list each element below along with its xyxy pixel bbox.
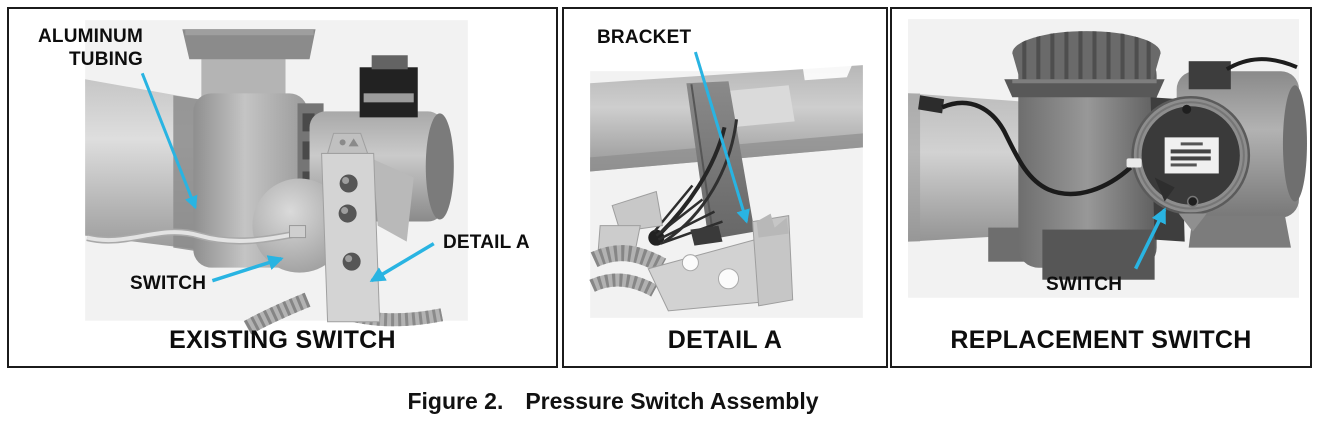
detail-a-callout-arrows	[693, 51, 750, 224]
label-switch: SWITCH	[130, 273, 207, 294]
panel-existing-switch: ALUMINUM TUBING SWITCH DETAIL A EXISTING…	[7, 7, 558, 368]
bracket-arrow	[693, 51, 750, 224]
panel-detail-a: BRACKET DETAIL A	[562, 7, 888, 368]
detail-a-arrow	[369, 242, 435, 283]
aluminum-tubing-arrow	[140, 72, 198, 210]
panel-caption-detail-a: DETAIL A	[667, 326, 783, 354]
switch-arrow	[211, 255, 284, 283]
label-aluminum-tubing-line1: ALUMINUM	[37, 26, 143, 47]
detail-a-photo	[589, 51, 863, 318]
panel-caption-replacement-switch: REPLACEMENT SWITCH	[950, 326, 1252, 354]
figure-caption-title: Pressure Switch Assembly	[525, 388, 819, 414]
panel-caption-existing-switch: EXISTING SWITCH	[169, 326, 396, 354]
replacement-switch-photo-shapes	[908, 19, 1307, 298]
switch-arrow	[1134, 207, 1167, 270]
label-bracket: BRACKET	[597, 27, 692, 48]
detail-a-photo-shapes	[589, 63, 863, 318]
existing-switch-callout-arrows	[140, 72, 435, 283]
replacement-switch-callout-arrows	[1134, 207, 1167, 270]
existing-switch-photo-shapes	[85, 20, 468, 335]
label-switch: SWITCH	[1046, 274, 1123, 295]
replacement-switch-photo	[908, 19, 1307, 298]
label-detail-a: DETAIL A	[443, 232, 530, 253]
figure-caption-label: Figure 2.	[407, 388, 504, 414]
figure-caption: Figure 2. Pressure Switch Assembly	[0, 388, 1226, 415]
panel-replacement-switch: SWITCH REPLACEMENT SWITCH	[890, 7, 1312, 368]
existing-switch-photo	[85, 20, 468, 335]
label-aluminum-tubing-line2: TUBING	[68, 48, 143, 70]
label-aluminum-tubing: ALUMINUM TUBING	[25, 26, 143, 72]
